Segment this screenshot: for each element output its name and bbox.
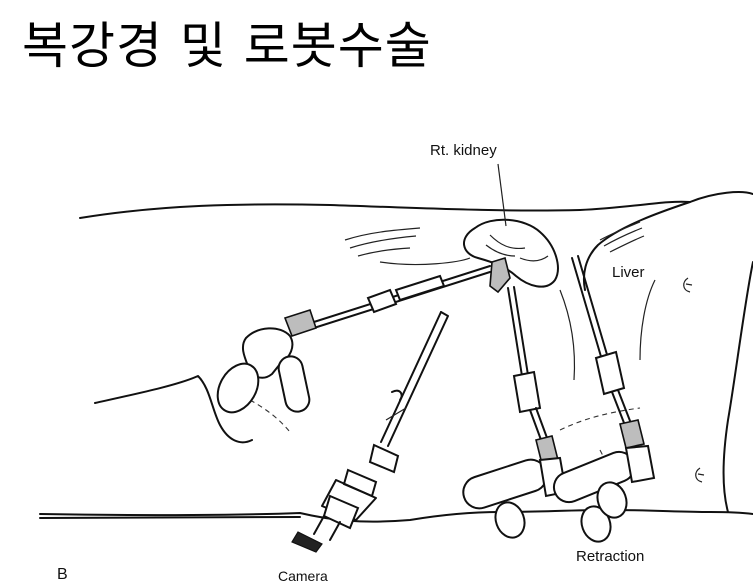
- retraction-label: Retraction: [576, 548, 645, 565]
- right-retractor-instrument: [552, 255, 656, 519]
- patient-body-outline: [39, 191, 753, 523]
- left-grasper-instrument: [216, 256, 511, 414]
- kidney-label: Rt. kidney: [430, 142, 497, 159]
- camera-laparoscope: [291, 311, 449, 553]
- camera-label: Camera: [278, 568, 328, 584]
- panel-letter: B: [57, 566, 68, 583]
- middle-retractor-instrument: [462, 286, 612, 543]
- slide-title: 복강경 및 로봇수술: [22, 17, 432, 75]
- liver-label: Liver: [612, 264, 645, 281]
- kidney-drawing: [463, 163, 559, 288]
